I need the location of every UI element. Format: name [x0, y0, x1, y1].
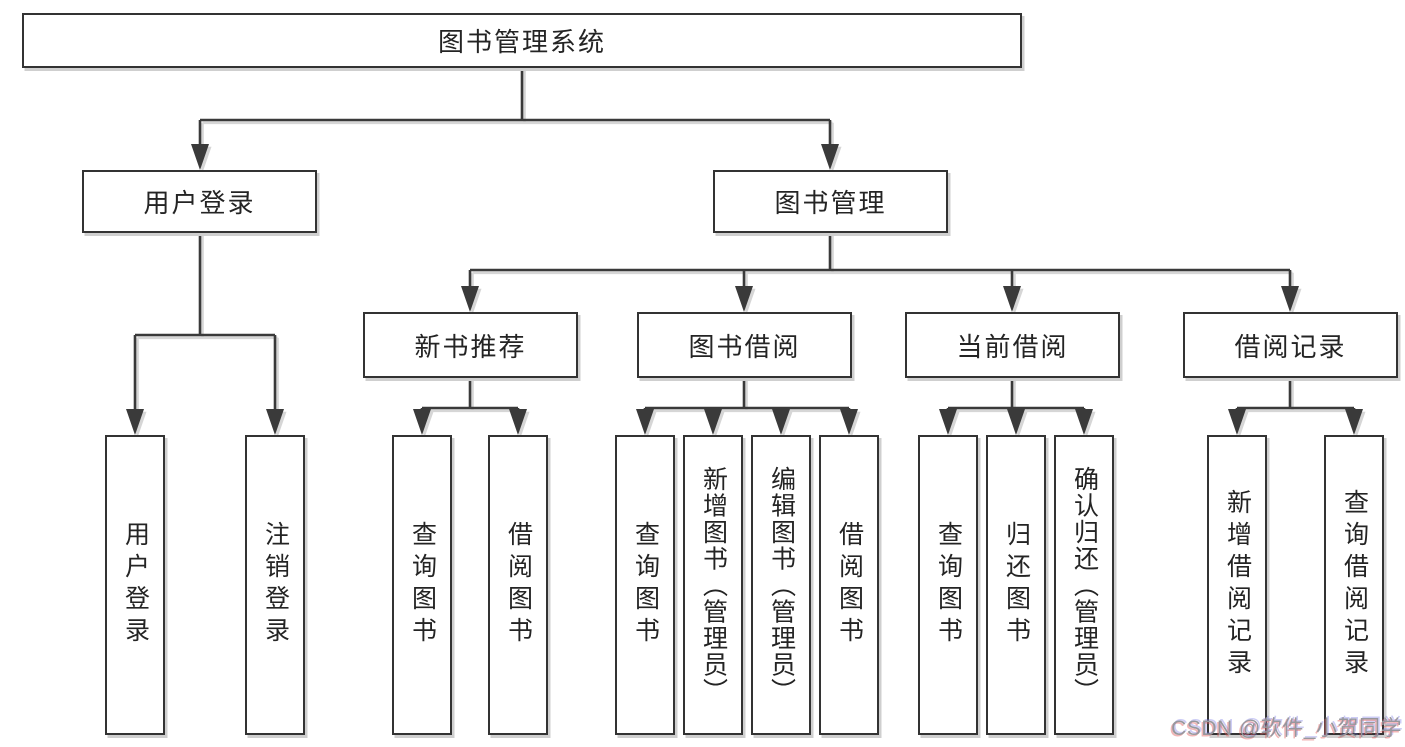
- node-borrow-query-books: 查询图书: [615, 435, 675, 735]
- node-current-query-books: 查询图书: [918, 435, 978, 735]
- node-rec-borrow-books: 借阅图书: [488, 435, 548, 735]
- leaf-label: 查询借阅记录: [1340, 489, 1369, 681]
- node-borrow-add-books-admin: 新增图书（管理员）: [683, 435, 743, 735]
- node-borrow-borrow-books: 借阅图书: [819, 435, 879, 735]
- node-current-borrowing: 当前借阅: [905, 312, 1120, 378]
- leaf-label: 查询图书: [408, 521, 437, 649]
- leaf-label: 借阅图书: [504, 521, 533, 649]
- node-library-management-system: 图书管理系统: [22, 13, 1022, 68]
- node-leaf-user-login: 用户登录: [105, 435, 165, 735]
- leaf-label: 归还图书: [1002, 521, 1031, 649]
- node-book-borrowing: 图书借阅: [637, 312, 852, 378]
- connector-ink: [126, 68, 1363, 435]
- node-current-confirm-return-admin: 确认归还（管理员）: [1054, 435, 1114, 735]
- leaf-label: 编辑图书（管理员）: [767, 465, 796, 705]
- node-borrowing-records: 借阅记录: [1183, 312, 1398, 378]
- node-new-book-recommendation: 新书推荐: [363, 312, 578, 378]
- node-borrow-edit-books-admin: 编辑图书（管理员）: [751, 435, 811, 735]
- csdn-watermark: CSDN @软件_小贺同学: [1171, 717, 1402, 740]
- leaf-label: 新增借阅记录: [1223, 489, 1252, 681]
- connector-shadow: [128, 70, 1366, 438]
- leaf-label: 新增图书（管理员）: [699, 465, 728, 705]
- node-current-return-books: 归还图书: [986, 435, 1046, 735]
- arrowhead-icon: [126, 144, 1363, 435]
- leaf-label: 确认归还（管理员）: [1070, 465, 1099, 705]
- leaf-label: 用户登录: [121, 521, 150, 649]
- leaf-label: 注销登录: [261, 521, 290, 649]
- node-records-add-borrow-record: 新增借阅记录: [1207, 435, 1267, 735]
- node-leaf-logout: 注销登录: [245, 435, 305, 735]
- node-book-management: 图书管理: [713, 170, 948, 233]
- leaf-label: 查询图书: [631, 521, 660, 649]
- node-rec-query-books: 查询图书: [392, 435, 452, 735]
- node-user-login: 用户登录: [82, 170, 317, 233]
- leaf-label: 查询图书: [934, 521, 963, 649]
- leaf-label: 借阅图书: [835, 521, 864, 649]
- node-records-query-borrow-record: 查询借阅记录: [1324, 435, 1384, 735]
